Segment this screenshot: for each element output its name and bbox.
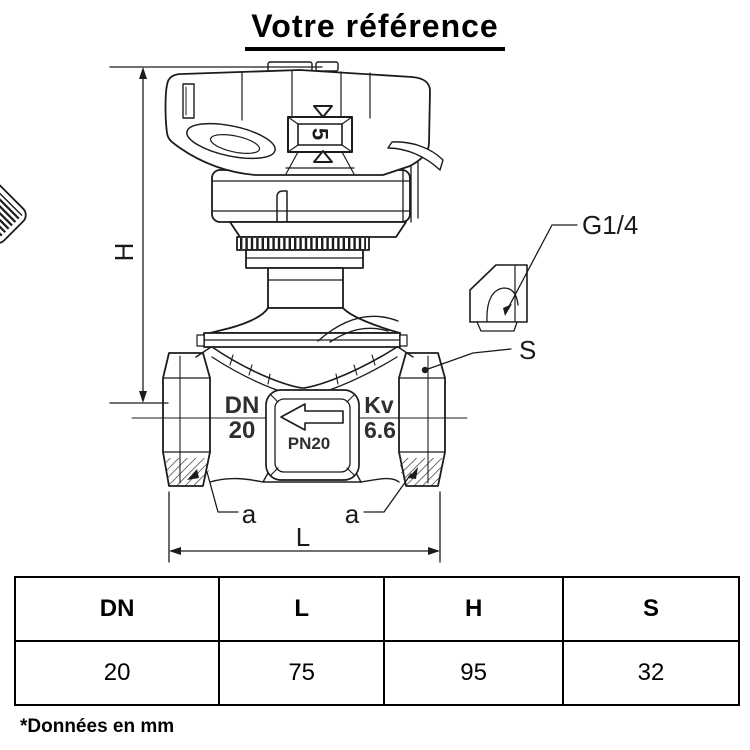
leader-a-right: a — [345, 473, 412, 529]
units-footnote: *Données en mm — [20, 716, 175, 737]
leader-g14: G1/4 — [503, 210, 638, 316]
table-header-row: DN L H S — [13, 576, 740, 642]
table-header-s: S — [562, 576, 740, 642]
measurement-port — [0, 171, 27, 245]
dimension-h-label: H — [109, 243, 139, 262]
handwheel-side-slot — [182, 83, 195, 119]
table-value-l: 75 — [218, 640, 386, 706]
port-outlet-block — [469, 264, 528, 332]
leader-s: S — [421, 335, 536, 374]
right-thread-hatch — [400, 458, 443, 486]
page-title: Votre référence — [0, 8, 750, 51]
port-body-transition — [317, 315, 399, 343]
table-value-s: 32 — [562, 640, 740, 706]
dimension-l-label: L — [296, 522, 310, 552]
handwheel-right-wing — [387, 141, 444, 171]
port-thread-label: G1/4 — [582, 210, 638, 240]
table-header-dn: DN — [13, 576, 221, 642]
stem-stack — [196, 221, 408, 348]
dial-marker-top — [313, 105, 333, 118]
dimension-l: L — [168, 491, 441, 563]
dimension-h: H — [109, 66, 323, 404]
table-value-dn: 20 — [13, 640, 221, 706]
page-title-text: Votre référence — [245, 8, 505, 51]
thread-depth-left-label: a — [242, 499, 257, 529]
dial-value: 5 — [308, 128, 333, 140]
bonnet-bell — [209, 307, 401, 334]
pn-rating: PN20 — [288, 434, 331, 453]
table-value-row: 20 75 95 32 — [13, 640, 740, 706]
dial-window: 5 — [287, 105, 353, 163]
thread-depth-right-label: a — [345, 499, 360, 529]
wrench-size-label: S — [519, 335, 536, 365]
dial-marker-bottom — [313, 150, 333, 163]
kv-label: Kv — [364, 392, 394, 418]
table-header-h: H — [383, 576, 565, 642]
table-header-l: L — [218, 576, 386, 642]
table-value-h: 95 — [383, 640, 565, 706]
grip-cutout — [186, 122, 276, 160]
valve-technical-drawing: 5 — [0, 61, 638, 563]
port-knurled-cap — [0, 171, 27, 245]
handwheel: 5 — [164, 61, 444, 176]
body-marking-panel: PN20 — [265, 389, 360, 481]
left-thread-hatch — [166, 458, 209, 486]
dimensions-table: DN L H S 20 75 95 32 — [13, 576, 740, 706]
kv-value: 6.6 — [364, 417, 396, 443]
flow-direction-arrow — [280, 403, 344, 431]
valve-neck — [267, 267, 344, 309]
dn-label: DN — [225, 392, 260, 419]
dn-value: 20 — [229, 417, 256, 444]
leader-a-left: a — [206, 471, 257, 529]
